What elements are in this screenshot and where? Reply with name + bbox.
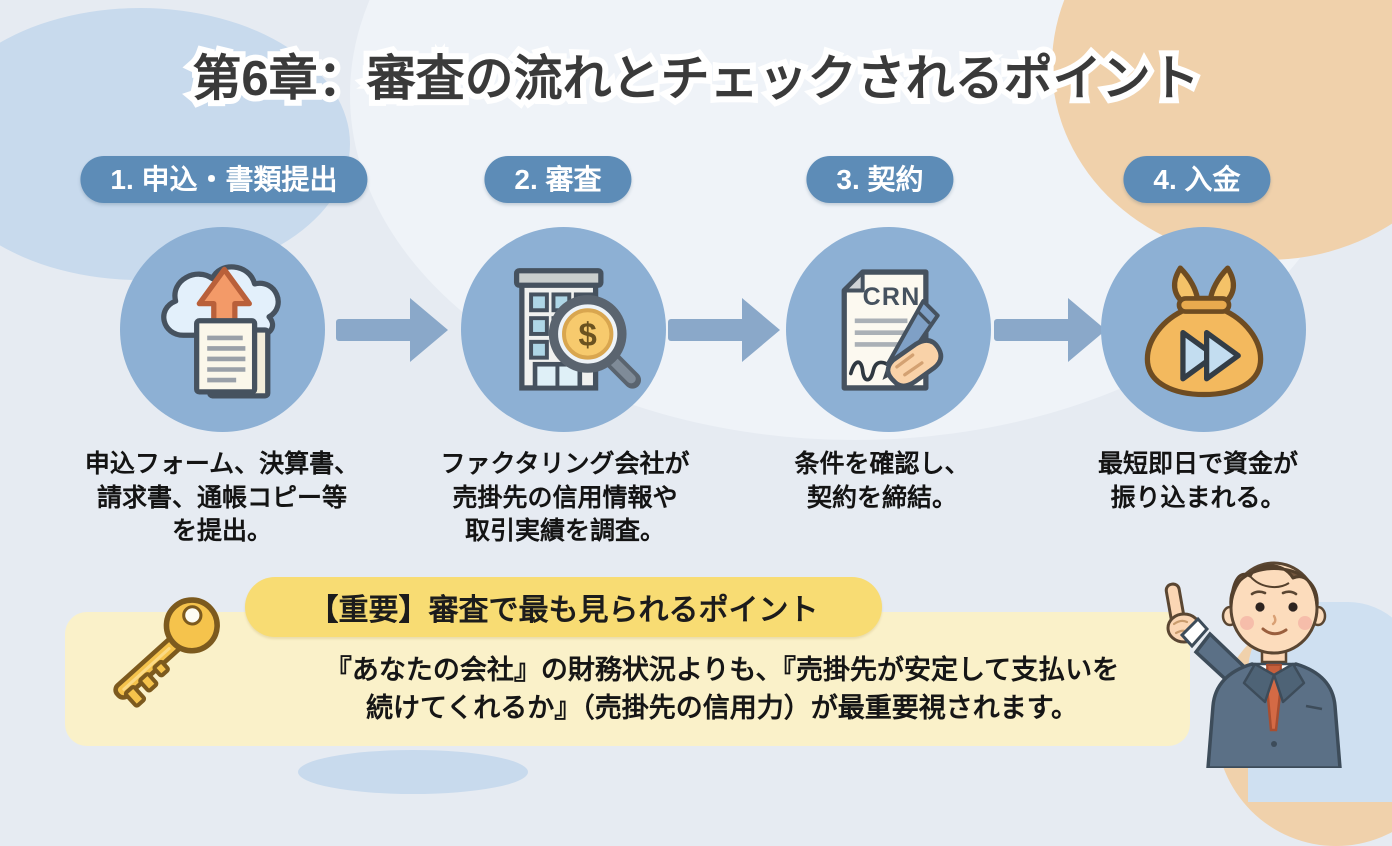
step-3-icon-circle: CRN xyxy=(786,227,991,432)
important-heading-text: 【重要】審査で最も見られるポイント xyxy=(308,594,819,627)
arrow-head xyxy=(742,298,780,362)
step-4-description: 最短即日で資金が 振り込まれる。 xyxy=(1097,450,1298,512)
arrow-shaft xyxy=(336,319,414,341)
contract-document-label: CRN xyxy=(862,282,920,310)
step-1-pill: 1. 申込・書類提出 xyxy=(80,156,368,203)
businessman-illustration xyxy=(1146,534,1392,768)
contract-signing-icon: CRN xyxy=(841,268,943,391)
page-title-outline: 第6章：審査の流れとチェックされるポイント xyxy=(186,46,1205,112)
important-heading-pill: 【重要】審査で最も見られるポイント xyxy=(245,577,882,637)
building-credit-check-icon: $ xyxy=(513,267,641,391)
step-3-label: 3. 契約 xyxy=(836,164,924,195)
step-4-pill: 4. 入金 xyxy=(1123,156,1271,203)
decorative-blob-bottom-center xyxy=(298,750,528,794)
important-body-text: 『あなたの会社』の財務状況よりも、『売掛先が安定して支払いを 続けてくれるか』（… xyxy=(324,655,1120,724)
step-4-icon-circle xyxy=(1101,227,1306,432)
dollar-symbol: $ xyxy=(578,315,596,352)
step-1-icon-circle xyxy=(120,227,325,432)
step-1-label: 1. 申込・書類提出 xyxy=(110,164,338,195)
page-title-text: 第6章：審査の流れとチェックされるポイント xyxy=(192,52,1200,106)
step-3-pill: 3. 契約 xyxy=(806,156,954,203)
key-icon xyxy=(92,584,244,726)
arrow-head xyxy=(410,298,448,362)
step-2-pill: 2. 審査 xyxy=(484,156,632,203)
flow-arrow-3 xyxy=(994,298,1106,362)
step-2-icon-circle: $ xyxy=(461,227,666,432)
arrow-shaft xyxy=(668,319,746,341)
money-bag-fast-icon xyxy=(1144,264,1263,397)
key-icon-graphic xyxy=(113,597,220,708)
step-2-label: 2. 審査 xyxy=(514,164,602,195)
step-3-description: 条件を確認し、 契約を締結。 xyxy=(794,450,970,512)
arrow-shaft xyxy=(994,319,1072,341)
arrow-head xyxy=(1068,298,1106,362)
cloud-upload-documents-icon xyxy=(160,263,281,398)
flow-arrow-1 xyxy=(336,298,448,362)
step-2-description: ファクタリング会社が 売掛先の信用情報や 取引実績を調査。 xyxy=(440,450,690,545)
step-4-label: 4. 入金 xyxy=(1153,164,1241,195)
businessman-pointing-graphic xyxy=(1164,561,1342,768)
page-title: 第6章：審査の流れとチェックされるポイント 第6章：審査の流れとチェックされるポ… xyxy=(186,46,1205,112)
decorative-blob-top-left xyxy=(0,8,350,280)
step-1-description: 申込フォーム、決算書、 請求書、通帳コピー等 を提出。 xyxy=(84,450,360,545)
flow-arrow-2 xyxy=(668,298,780,362)
